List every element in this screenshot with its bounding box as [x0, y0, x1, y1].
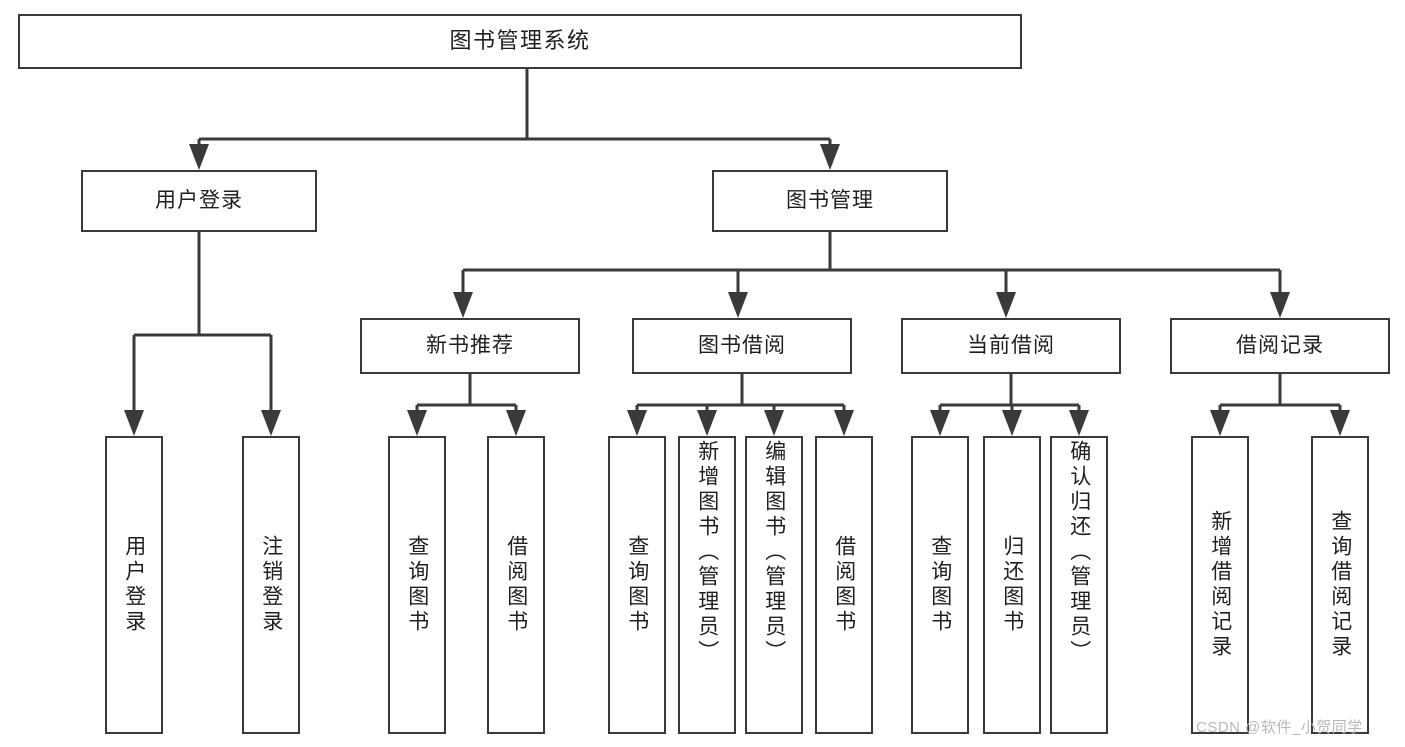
- node-book-manage[interactable]: 图书管理: [712, 170, 948, 232]
- node-label: 图书借阅: [698, 334, 786, 358]
- node-borrow-record[interactable]: 借阅记录: [1170, 318, 1390, 374]
- node-label: 归还图书: [1000, 535, 1024, 635]
- node-leaf-user-logout[interactable]: 注销登录: [242, 436, 300, 734]
- node-label: 借阅记录: [1236, 334, 1324, 358]
- node-label: 新增借阅记录: [1208, 510, 1232, 660]
- node-label: 用户登录: [155, 189, 243, 213]
- node-label: 借阅图书: [832, 535, 856, 635]
- node-label: 查询图书: [405, 535, 429, 635]
- node-current-borrow[interactable]: 当前借阅: [901, 318, 1121, 374]
- node-label: 查询借阅记录: [1328, 510, 1352, 660]
- node-label: 注销登录: [259, 535, 283, 635]
- node-leaf-borrow-book-2[interactable]: 借阅图书: [815, 436, 873, 734]
- node-label: 确认归还（管理员）: [1067, 440, 1091, 665]
- node-leaf-query-record[interactable]: 查询借阅记录: [1311, 436, 1369, 734]
- node-label: 图书管理: [786, 189, 874, 213]
- node-leaf-query-book-3[interactable]: 查询图书: [911, 436, 969, 734]
- node-book-borrow[interactable]: 图书借阅: [632, 318, 852, 374]
- node-leaf-edit-book[interactable]: 编辑图书（管理员）: [745, 436, 803, 734]
- node-leaf-user-login[interactable]: 用户登录: [105, 436, 163, 734]
- node-label: 图书管理系统: [449, 28, 591, 54]
- node-label: 当前借阅: [967, 334, 1055, 358]
- node-leaf-borrow-book-1[interactable]: 借阅图书: [487, 436, 545, 734]
- node-leaf-confirm-return[interactable]: 确认归还（管理员）: [1050, 436, 1108, 734]
- node-leaf-return-book[interactable]: 归还图书: [983, 436, 1041, 734]
- node-new-book-recommend[interactable]: 新书推荐: [360, 318, 580, 374]
- node-label: 查询图书: [928, 535, 952, 635]
- node-root-system[interactable]: 图书管理系统: [18, 14, 1022, 69]
- node-leaf-query-book-1[interactable]: 查询图书: [388, 436, 446, 734]
- csdn-watermark: CSDN @软件_小贺同学: [1196, 719, 1363, 736]
- node-label: 新书推荐: [426, 334, 514, 358]
- node-label: 借阅图书: [504, 535, 528, 635]
- node-label: 编辑图书（管理员）: [762, 440, 786, 665]
- node-label: 查询图书: [625, 535, 649, 635]
- node-label: 新增图书（管理员）: [695, 440, 719, 665]
- node-leaf-add-record[interactable]: 新增借阅记录: [1191, 436, 1249, 734]
- node-leaf-query-book-2[interactable]: 查询图书: [608, 436, 666, 734]
- node-label: 用户登录: [122, 535, 146, 635]
- node-leaf-add-book[interactable]: 新增图书（管理员）: [678, 436, 736, 734]
- node-user-login[interactable]: 用户登录: [81, 170, 317, 232]
